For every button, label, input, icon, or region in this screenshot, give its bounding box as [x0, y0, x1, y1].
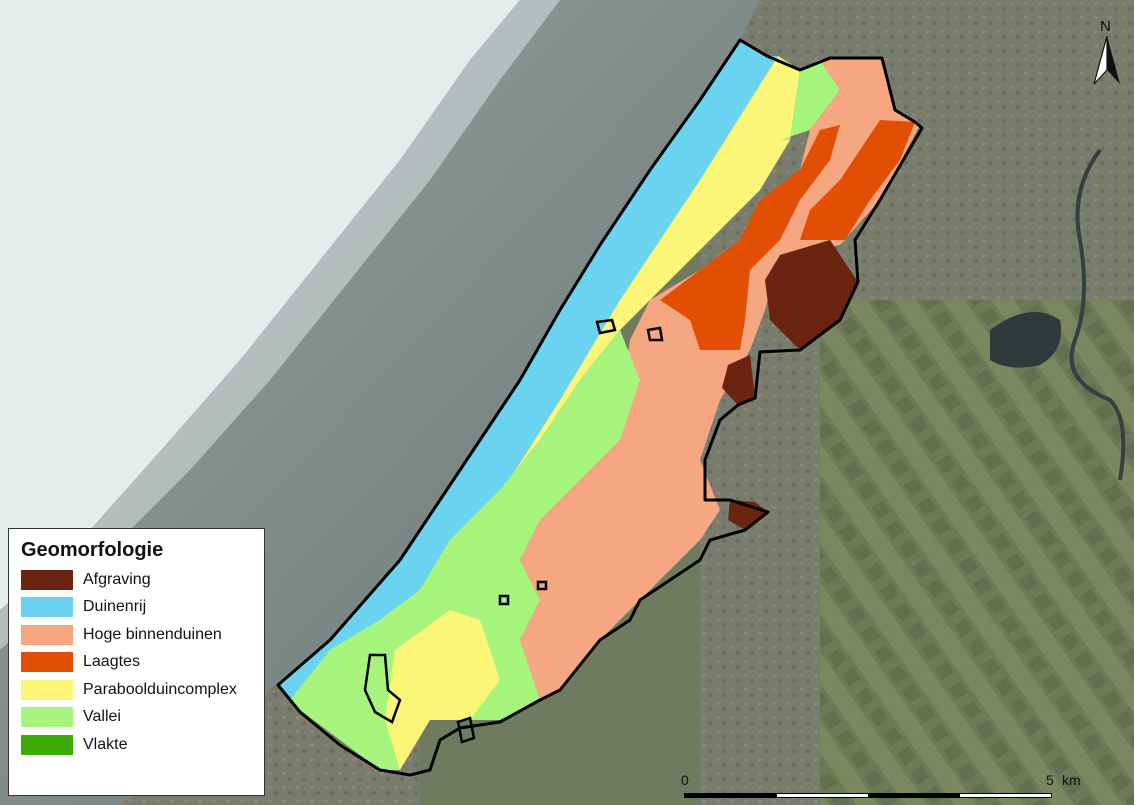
scale-start-label: 0	[681, 772, 689, 788]
study-area-boundary	[276, 38, 924, 777]
legend-label: Vlakte	[83, 735, 128, 753]
legend-item: Laagtes	[21, 649, 264, 677]
scale-end-label: 5	[1046, 772, 1054, 788]
zone-paraboolduincomplex	[290, 56, 800, 700]
zone-duinenrij	[278, 40, 778, 700]
river	[1069, 148, 1126, 481]
lake	[990, 312, 1062, 368]
enclave-outline	[646, 326, 664, 342]
legend-swatch	[21, 707, 73, 728]
enclave-outline	[498, 594, 510, 606]
sea-haze	[0, 0, 520, 610]
legend-item: Hoge binnenduinen	[21, 621, 264, 649]
enclave-outline	[456, 716, 476, 744]
legend-item: Vallei	[21, 704, 264, 732]
zone-afgraving-mid	[722, 355, 755, 405]
legend-item: Vlakte	[21, 731, 264, 759]
legend-label: Afgraving	[83, 570, 151, 588]
legend-label: Hoge binnenduinen	[83, 625, 222, 643]
legend-swatch	[21, 597, 73, 618]
legend-item: Duinenrij	[21, 594, 264, 622]
legend-item: Afgraving	[21, 566, 264, 594]
legend-label: Paraboolduincomplex	[83, 680, 237, 698]
agricultural-fields	[820, 300, 1134, 805]
zone-laagtes-east	[800, 120, 915, 240]
legend-label: Duinenrij	[83, 598, 147, 616]
legend-swatch	[21, 679, 73, 700]
zone-vallei-south	[290, 330, 640, 770]
enclave-outline	[363, 653, 402, 724]
zone-paraboolduincomplex-south	[385, 610, 500, 770]
enclave-outline	[536, 580, 548, 591]
north-arrow-icon	[1093, 35, 1120, 85]
legend-swatch	[21, 734, 73, 755]
legend-swatch	[21, 569, 73, 590]
legend-item: Paraboolduincomplex	[21, 676, 264, 704]
zone-laagtes	[660, 125, 840, 350]
legend-label: Vallei	[83, 708, 121, 726]
legend-swatch	[21, 652, 73, 673]
enclave-outline	[595, 318, 617, 335]
scale-unit-label: km	[1062, 772, 1081, 788]
legend-title: Geomorfologie	[21, 539, 164, 561]
legend-swatch	[21, 624, 73, 645]
scale-bar	[684, 793, 1052, 798]
sea-haze-edge	[0, 0, 560, 650]
north-label: N	[1100, 18, 1111, 35]
zone-vallei	[780, 60, 840, 140]
legend-label: Laagtes	[83, 653, 140, 671]
